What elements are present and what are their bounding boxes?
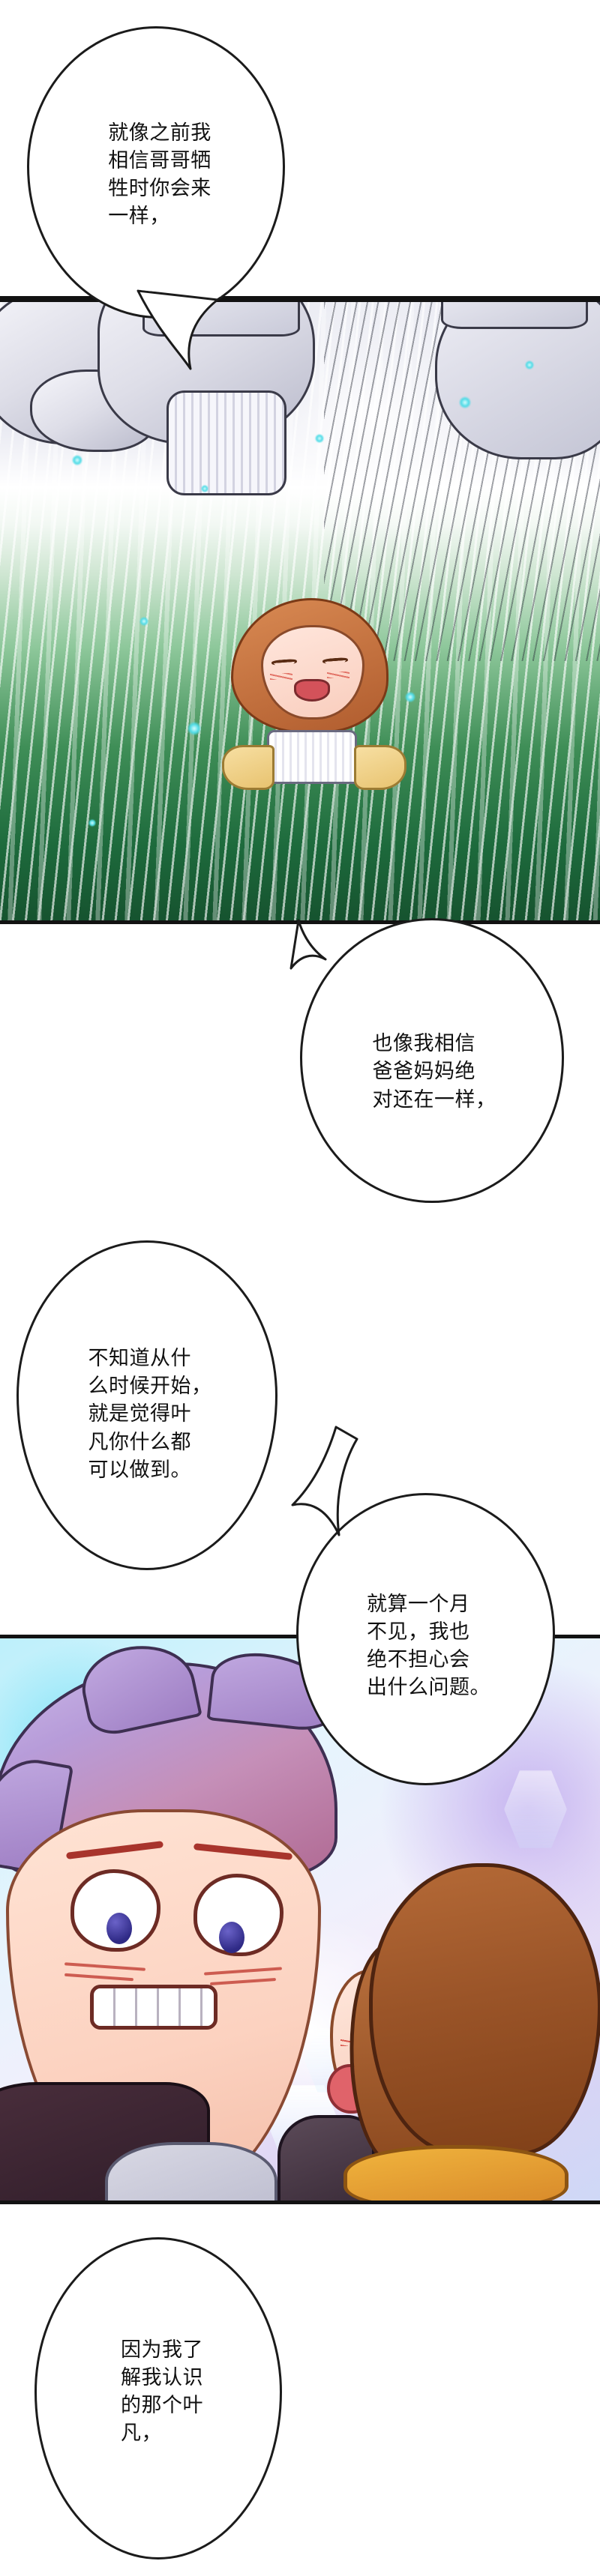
girl-collar — [267, 730, 357, 784]
sparkle — [201, 485, 208, 492]
panel-closeup-boy-girl — [0, 1635, 600, 2204]
girl-shawl-left — [222, 745, 274, 790]
boy-mouth — [90, 1985, 218, 2030]
girl-hair-ribbon — [344, 2145, 568, 2201]
girl-blush — [270, 673, 292, 680]
speech-bubble-4-text: 就算一个月 不见，我也 绝不担心会 出什么问题。 — [367, 1592, 490, 1699]
sparkle — [188, 722, 201, 735]
sparkle — [72, 455, 82, 465]
sparkle — [140, 617, 148, 626]
girl-mouth — [294, 679, 330, 702]
boy-teeth — [94, 1988, 214, 2026]
speech-bubble-2: 也像我相信 爸爸妈妈绝 对还在一样， — [300, 918, 564, 1203]
speech-bubble-1-text: 就像之前我 相信哥哥牺 牲时你会来 一样， — [108, 121, 212, 228]
figure-turtleneck — [166, 390, 286, 495]
speech-bubble-5-text: 因为我了 解我认识 的那个叶 凡， — [121, 2338, 203, 2445]
sparkle — [315, 434, 324, 443]
speech-bubble-1: 就像之前我 相信哥哥牺 牲时你会来 一样， — [27, 26, 285, 319]
speech-bubble-4: 就算一个月 不见，我也 绝不担心会 出什么问题。 — [296, 1493, 555, 1785]
speech-bubble-2-tail — [290, 919, 327, 970]
speech-bubble-4-tail — [291, 1426, 358, 1536]
sparkle — [459, 396, 471, 408]
girl-back-hair — [369, 1863, 600, 2156]
boy-character — [0, 1638, 352, 2201]
speech-bubble-5: 因为我了 解我认识 的那个叶 凡， — [34, 2237, 282, 2560]
boy-shirt — [105, 2142, 278, 2201]
speech-bubble-3: 不知道从什 么时候开始， 就是觉得叶 凡你什么都 可以做到。 — [16, 1240, 278, 1570]
girl-blush — [327, 672, 350, 678]
sparkle — [88, 819, 96, 827]
speech-bubble-1-tail — [135, 289, 222, 370]
sparkle — [405, 692, 416, 702]
girl-smiling — [222, 598, 406, 790]
hat-right — [441, 302, 588, 329]
boy-pupil-right — [219, 1922, 244, 1953]
sparkle — [525, 361, 534, 369]
panel-flashback-green-rays — [0, 298, 600, 924]
speech-bubble-2-text: 也像我相信 爸爸妈妈绝 对还在一样， — [372, 1032, 496, 1111]
boy-pupil-left — [106, 1913, 132, 1944]
girl-back-view — [278, 1863, 600, 2201]
speech-bubble-3-text: 不知道从什 么时候开始， 就是觉得叶 凡你什么都 可以做到。 — [88, 1346, 212, 1481]
girl-shawl-right — [354, 745, 406, 790]
